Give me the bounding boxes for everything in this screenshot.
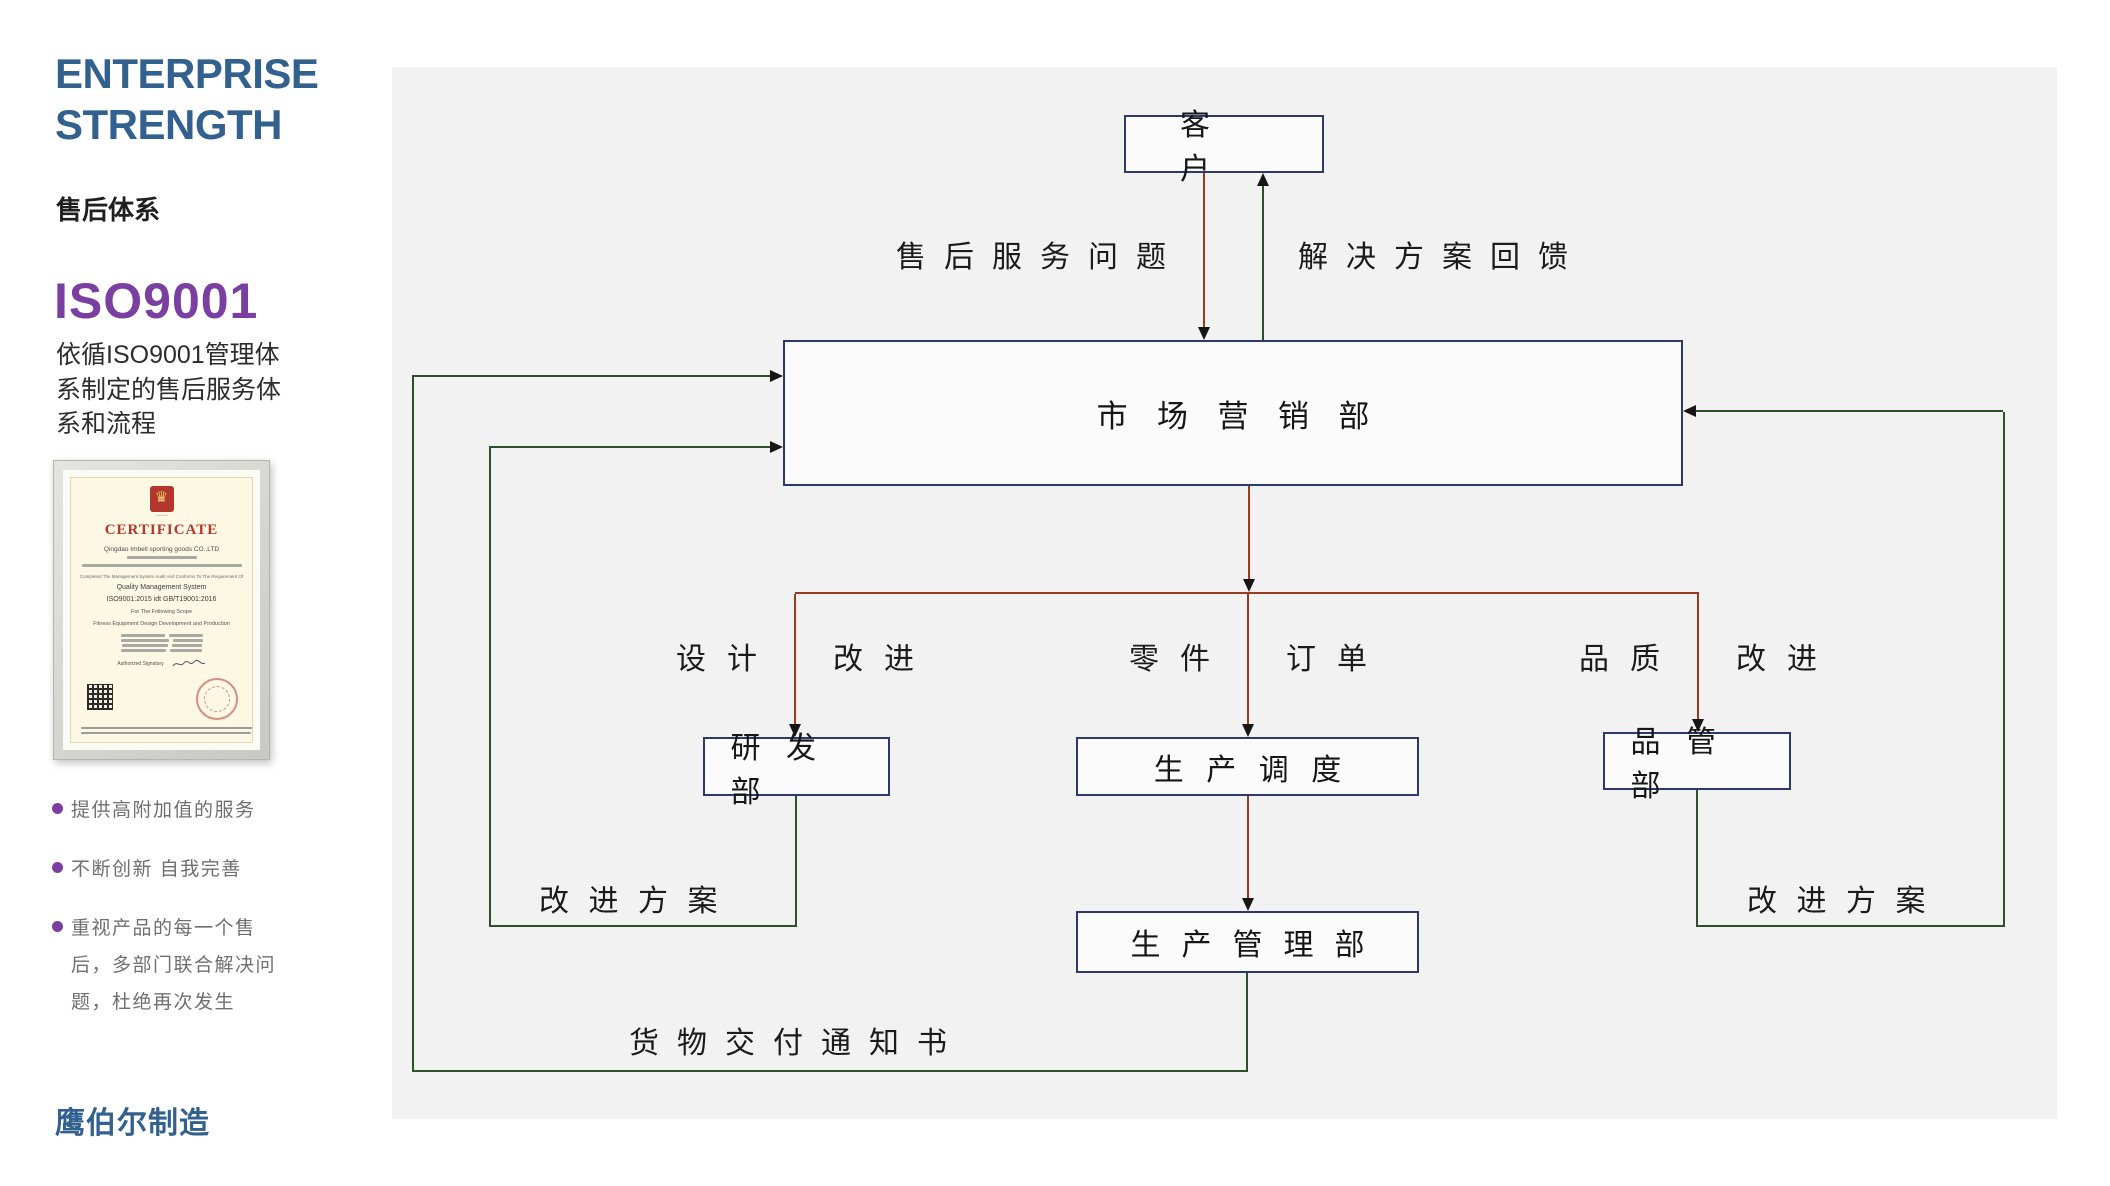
- node-production-mgmt-dept: 生产管理部: [1076, 911, 1419, 973]
- fine-print-line: [126, 556, 197, 559]
- line-production-loop-top: [412, 375, 770, 377]
- line-qc-loop-down: [1696, 790, 1698, 927]
- node-production-scheduling: 生产调度: [1076, 737, 1419, 796]
- line-rd-loop-down: [795, 796, 797, 927]
- label-improvement-plan-right: 改进方案: [1747, 885, 1945, 918]
- label-solution-feedback: 解决方案回馈: [1298, 241, 1586, 274]
- certificate-scope: Fitness Equipment Design Development and…: [93, 621, 230, 627]
- line-production-loop-down: [1246, 973, 1248, 1072]
- certificate-title: CERTIFICATE: [104, 522, 219, 538]
- line-branch-to-scheduling: [1247, 594, 1249, 724]
- line-qc-loop-top: [1696, 410, 2003, 412]
- arrow-up-icon: [1257, 173, 1269, 186]
- feature-list: 提供高附加值的服务 不断创新 自我完善 重视产品的每一个售后，多部门联合解决问题…: [52, 792, 284, 1043]
- line-branch-horizontal: [795, 592, 1699, 594]
- line-qc-loop-up: [2003, 412, 2005, 927]
- arrow-left-icon: [1683, 405, 1696, 417]
- list-item-text: 提供高附加值的服务: [71, 800, 256, 821]
- line-production-loop-up: [412, 377, 414, 1072]
- certificate-system: Quality Management System: [116, 584, 207, 591]
- arrow-down-icon: [1198, 327, 1210, 340]
- line-marketing-to-branch: [1248, 486, 1250, 579]
- label-service-problem: 售后服务问题: [896, 241, 1184, 274]
- line-branch-to-rd: [794, 594, 796, 724]
- label-improvement: 改进: [833, 643, 935, 676]
- node-qc-dept: 品管部: [1603, 726, 1791, 803]
- list-item: 不断创新 自我完善: [52, 851, 284, 888]
- node-marketing-dept: 市场营销部: [783, 340, 1683, 486]
- arrow-down-icon: [789, 724, 801, 737]
- arrow-down-icon: [1692, 719, 1704, 732]
- line-scheduling-to-production: [1247, 796, 1249, 898]
- line-marketing-to-customer: [1262, 186, 1264, 340]
- line-rd-loop-up: [489, 448, 491, 927]
- line-rd-loop-top: [489, 446, 771, 448]
- crown-icon: ♛: [149, 486, 174, 512]
- page-subtitle: 售后体系: [56, 195, 161, 225]
- label-delivery-note: 货物交付通知书: [629, 1027, 965, 1060]
- qr-code-icon: [87, 684, 113, 710]
- arrow-right-icon: [770, 370, 783, 382]
- brand-logo-text: 鹰伯尔制造: [55, 1107, 210, 1140]
- list-item-text: 重视产品的每一个售后，多部门联合解决问题，杜绝再次发生: [71, 918, 277, 1014]
- bullet-dot-icon: [52, 862, 63, 874]
- iso-certificate-image: ♛ ——— CERTIFICATE Qingdao Imbell sportin…: [53, 460, 270, 760]
- arrow-down-icon: [1243, 579, 1255, 592]
- label-order: 订单: [1286, 643, 1388, 676]
- arrow-down-icon: [1242, 724, 1254, 737]
- line-rd-loop-bottom: [489, 925, 797, 927]
- iso-description: 依循ISO9001管理体系制定的售后服务体系和流程: [56, 341, 282, 438]
- label-quality: 品质: [1579, 643, 1681, 676]
- label-quality-improvement: 品质 改进: [1498, 634, 1898, 678]
- node-customer: 客户: [1124, 109, 1324, 186]
- title-line-2: STRENGTH: [55, 101, 283, 149]
- label-improvement-plan-left: 改进方案: [539, 885, 737, 918]
- arrow-down-icon: [1242, 898, 1254, 911]
- node-rd-dept: 研发部: [703, 732, 890, 809]
- label-improvement: 改进: [1736, 643, 1838, 676]
- list-item-text: 不断创新 自我完善: [71, 859, 242, 881]
- red-seal-icon: [196, 678, 238, 720]
- certificate-company: Qingdao Imbell sporting goods CO.,LTD: [103, 546, 220, 553]
- certificate-scope-intro: For The Following Scope: [130, 609, 193, 615]
- signature-icon: [172, 659, 206, 667]
- arrow-right-icon: [770, 441, 783, 453]
- certificate-footer: [81, 724, 252, 734]
- bullet-dot-icon: [52, 803, 63, 814]
- label-design-improvement: 设计 改进: [595, 634, 995, 678]
- label-parts: 零件: [1129, 643, 1231, 676]
- iso9001-heading: ISO9001: [54, 273, 259, 329]
- certificate-mat: ♛ ——— CERTIFICATE Qingdao Imbell sportin…: [63, 470, 260, 750]
- bullet-dot-icon: [52, 921, 63, 933]
- line-branch-to-qc: [1697, 594, 1699, 719]
- certificate-conform-line: Completed The Management System Audit An…: [79, 574, 244, 579]
- line-qc-loop-bottom: [1696, 925, 2005, 927]
- crown-caption: ———: [155, 512, 168, 517]
- certificate-standard: ISO9001:2015 idt GB/T19001:2016: [106, 596, 217, 603]
- certificate-number-rows: [71, 634, 252, 652]
- certificate-paper: ♛ ——— CERTIFICATE Qingdao Imbell sportin…: [70, 477, 253, 743]
- page-title: ENTERPRISE STRENGTH: [55, 48, 319, 150]
- list-item: 提供高附加值的服务: [52, 792, 284, 829]
- fine-print-line: [81, 564, 242, 567]
- line-customer-to-marketing: [1203, 173, 1205, 327]
- line-production-loop-bottom: [412, 1070, 1248, 1072]
- title-line-1: ENTERPRISE: [55, 50, 319, 97]
- signatory-label: Authorized Signatory: [117, 661, 164, 667]
- certificate-signatory: Authorized Signatory: [71, 659, 252, 669]
- label-parts-order: 零件 订单: [1048, 634, 1448, 678]
- label-design: 设计: [676, 643, 778, 676]
- list-item: 重视产品的每一个售后，多部门联合解决问题，杜绝再次发生: [52, 910, 284, 1021]
